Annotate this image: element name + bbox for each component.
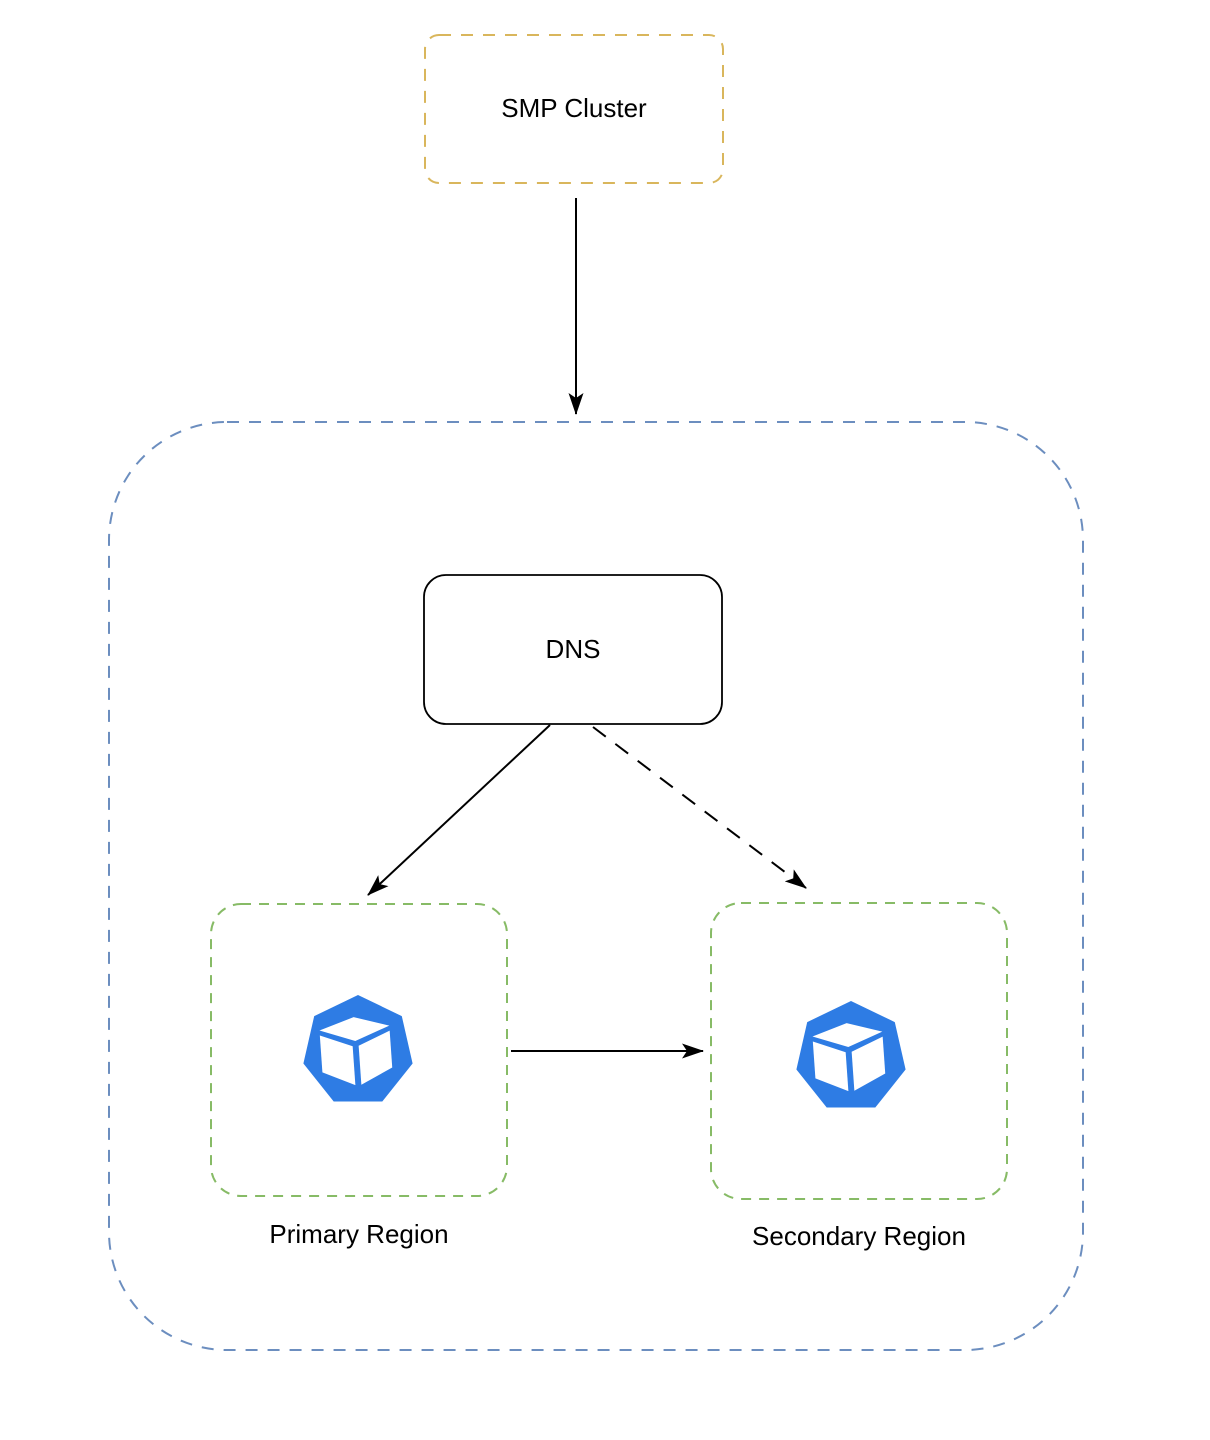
region-container: [108, 421, 1084, 1351]
secondary-region-box: [710, 902, 1008, 1200]
heptagon-cube-icon: [796, 1001, 906, 1108]
primary-region-box: [210, 903, 508, 1197]
edge-dns-to-primary: [367, 724, 551, 896]
heptagon-cube-icon: [303, 995, 413, 1102]
smp-cluster-node: [424, 34, 724, 184]
primary-region-label: Primary Region: [269, 1219, 449, 1249]
secondary-region-label: Secondary Region: [752, 1221, 966, 1251]
edge-dns-to-secondary: [592, 726, 807, 889]
dns-node: [423, 574, 723, 725]
